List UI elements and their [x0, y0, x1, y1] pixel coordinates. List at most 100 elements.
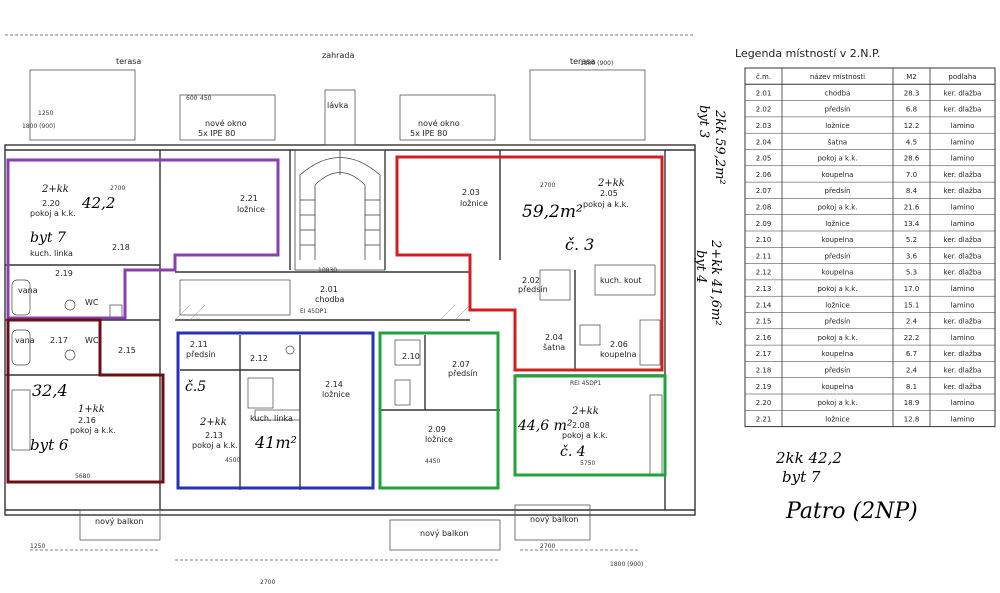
- dim-2700-bottom: 2700: [540, 543, 555, 550]
- label-wc-2: WC: [85, 336, 99, 345]
- handwritten-annotations: 2+kk 42,2 byt 7 2+kk 59,2m² č. 3 2+kk 41…: [30, 105, 918, 524]
- room-2-11: 2.11: [190, 340, 208, 349]
- legend-cell: 2.03: [756, 122, 772, 130]
- label-balkon-2: nový balkon: [420, 529, 469, 538]
- legend-cell: 12.2: [904, 122, 920, 130]
- room-2-07: 2.07: [452, 360, 470, 369]
- room-2-10: 2.10: [402, 352, 420, 361]
- legend-cell: 2.4: [906, 366, 918, 374]
- hand-blue-unit: č.5: [185, 379, 206, 395]
- legend-cell: 2.19: [756, 383, 772, 391]
- legend-cell: ker. dlažba: [944, 252, 982, 260]
- legend-cell: lamino: [951, 203, 975, 211]
- legend-cell: lamino: [951, 138, 975, 146]
- label-kuch-kout: kuch. kout: [600, 276, 641, 285]
- dim-2700-purple: 2700: [110, 185, 125, 192]
- hand-red-area: 59,2m²: [522, 202, 583, 222]
- apartment-outline-byt3: [395, 155, 664, 372]
- label-wc-1: WC: [85, 298, 99, 307]
- legend-cell: 2.14: [756, 301, 772, 309]
- bottom-balconies: [30, 504, 640, 561]
- room-2-13: 2.13: [205, 431, 223, 440]
- room-2-04: 2.04: [545, 333, 563, 342]
- legend-cell: 2.4: [906, 318, 918, 326]
- room-2-12: 2.12: [250, 354, 268, 363]
- label-satna: šatna: [543, 342, 565, 352]
- fixtures: [11, 264, 663, 476]
- room-2-08: 2.08: [572, 421, 590, 430]
- legend-cell: ker. dlažba: [944, 366, 982, 374]
- legend-cell: lamino: [951, 334, 975, 342]
- label-zahrada: zahrada: [322, 51, 354, 60]
- hand-red-unit: č. 3: [565, 235, 594, 254]
- legend-cell: ložnice: [825, 220, 849, 228]
- hand-side-2: 2kk 59,2m²: [712, 109, 727, 185]
- legend-header-cell: M2: [906, 73, 917, 81]
- room-2-06: 2.06: [610, 340, 628, 349]
- legend-cell: 2.07: [756, 187, 772, 195]
- legend-cell: koupelna: [822, 269, 854, 277]
- legend-cell: ker. dlažba: [944, 187, 982, 195]
- legend-cell: 17.0: [904, 285, 920, 293]
- label-predsin-202: předsín: [518, 285, 548, 294]
- room-names: chodba ložnice ložnice pokoj a k.k. poko…: [15, 199, 641, 450]
- label-nove-okno-2: nové okno: [418, 118, 460, 128]
- dim-1800-top-left: 1800 (900): [22, 123, 55, 130]
- label-chodba: chodba: [315, 295, 345, 304]
- label-loznice-214: ložnice: [322, 390, 350, 399]
- legend-cell: 15.1: [904, 301, 920, 309]
- legend-cell: pokoj a k.k.: [817, 285, 857, 293]
- legend-header-cell: podlaha: [948, 73, 976, 81]
- legend-cell: lamino: [951, 122, 975, 130]
- label-predsin-211: předsín: [186, 350, 216, 359]
- room-2-05: 2.05: [600, 189, 618, 198]
- legend-cell: 6.8: [906, 106, 917, 114]
- legend-cell: 8.1: [906, 383, 917, 391]
- dim-4500: 4500: [225, 457, 240, 464]
- legend-cell: koupelna: [822, 350, 854, 358]
- legend-cell: předsín: [825, 106, 851, 114]
- hand-purple-type: 2+kk: [41, 184, 69, 195]
- hand-brown-area: 32,4: [32, 381, 68, 400]
- corridor-hatch: [174, 304, 471, 321]
- legend-cell: 2.21: [756, 415, 772, 423]
- room-2-17: 2.17: [50, 336, 68, 345]
- legend-cell: 2.08: [756, 203, 772, 211]
- legend-cell: 2.16: [756, 334, 772, 342]
- room-2-14: 2.14: [325, 380, 343, 389]
- label-ipe-1: 5x IPE 80: [198, 129, 235, 138]
- label-terasa-left: terasa: [116, 57, 141, 66]
- label-loznice-209: ložnice: [425, 435, 453, 444]
- dim-2700-bottom-mid: 2700: [260, 579, 275, 586]
- room-2-16: 2.16: [78, 416, 96, 425]
- dim-5680: 5680: [75, 473, 90, 480]
- hand-note-byt7: byt 7: [782, 468, 821, 486]
- legend-cell: pokoj a k.k.: [817, 203, 857, 211]
- legend-cell: 2.12: [756, 269, 772, 277]
- label-loznice-221: ložnice: [237, 205, 265, 214]
- label-pokoj-205: pokoj a k.k.: [583, 200, 629, 209]
- hand-brown-unit: byt 6: [30, 436, 69, 454]
- hand-note-patro: Patro (2NP): [785, 499, 918, 524]
- legend-cell: 18.9: [904, 399, 920, 407]
- legend-cell: 28.3: [904, 89, 920, 97]
- label-vana-2: vana: [15, 336, 35, 345]
- dim-2700-red: 2700: [540, 182, 555, 189]
- legend-cell: ker. dlažba: [944, 106, 982, 114]
- dimension-labels: 1250 1800 (900) 1800 (900) 2700 2700 600…: [22, 60, 643, 586]
- legend-cell: koupelna: [822, 383, 854, 391]
- apartment-outline-byt4: [378, 331, 500, 490]
- label-pokoj-213: pokoj a k.k.: [192, 441, 238, 450]
- legend-cell: 2.11: [756, 252, 772, 260]
- legend-cell: 2.01: [756, 89, 772, 97]
- legend-cell: 2.13: [756, 285, 772, 293]
- room-numbers: 2.01 2.02 2.03 2.04 2.05 2.06 2.07 2.08 …: [42, 188, 628, 440]
- label-nove-okno-1: nové okno: [205, 118, 247, 128]
- hand-red-type: 2+kk: [597, 178, 625, 189]
- room-2-03: 2.03: [462, 188, 480, 197]
- label-loznice-203: ložnice: [460, 199, 488, 208]
- apartment-outline-byt4-main: [513, 374, 667, 477]
- legend-cell: 2.02: [756, 106, 772, 114]
